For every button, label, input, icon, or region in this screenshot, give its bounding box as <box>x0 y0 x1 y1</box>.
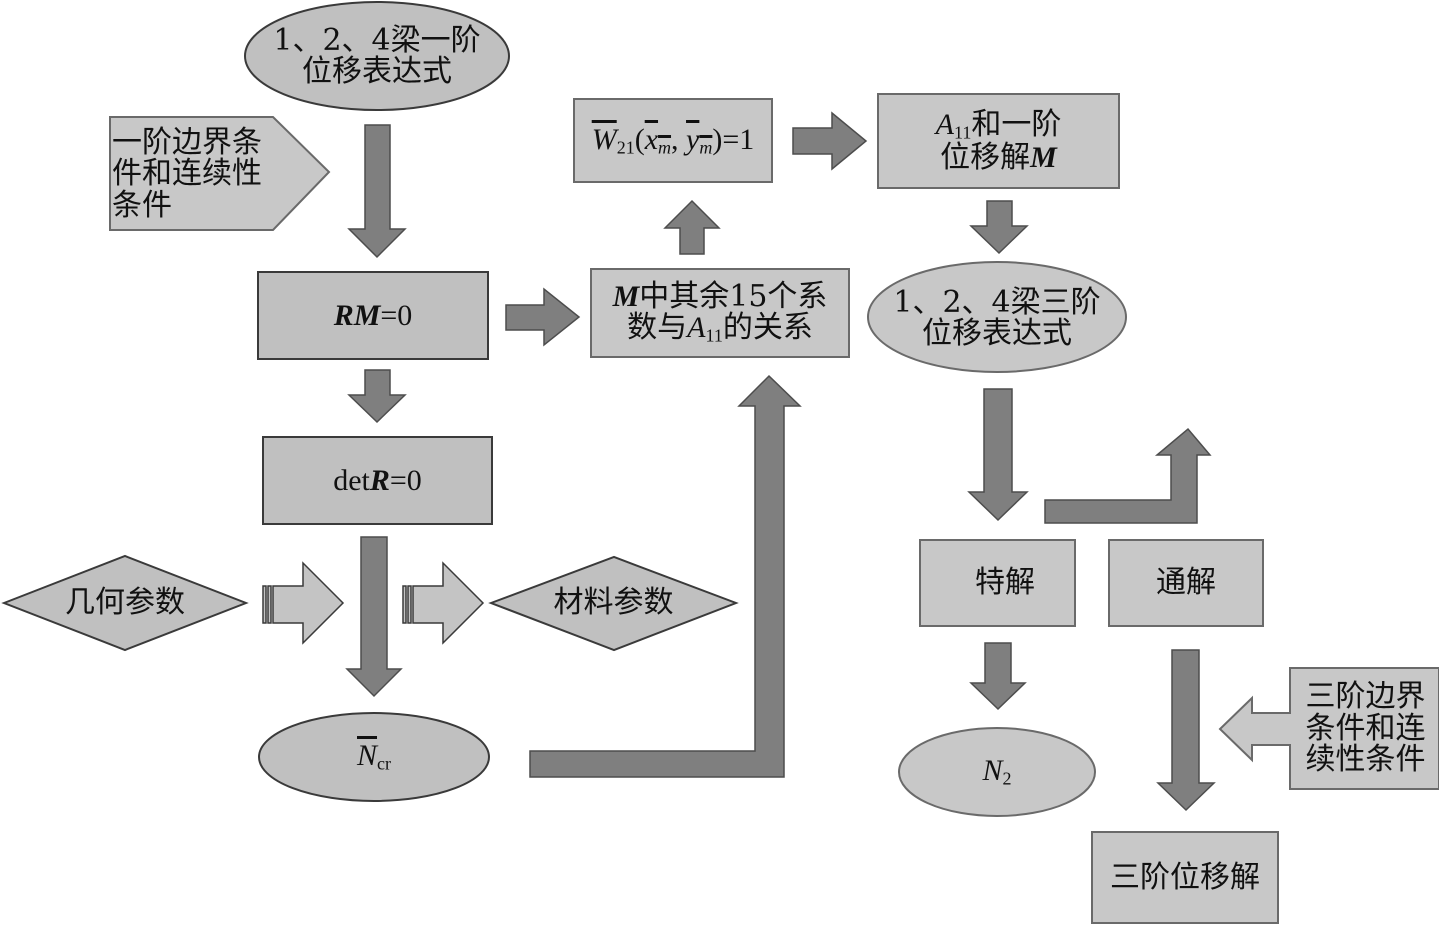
rm-rest: =0 <box>380 298 413 332</box>
beam-first-order-line2: 位移表达式 <box>302 54 452 89</box>
material-params-label: 材料参数 <box>553 585 674 621</box>
a11-m: M <box>1030 140 1057 174</box>
first-order-bc-shape <box>109 116 331 231</box>
w21-y-sub: m <box>699 137 713 158</box>
a11-box <box>877 93 1120 189</box>
general-solution-box <box>1108 539 1264 627</box>
w21-x: x <box>644 122 659 156</box>
w21-sub: 21 <box>616 137 635 158</box>
w21-w: W <box>591 122 617 156</box>
arrow-ncr-to-relation <box>529 374 802 778</box>
arrow-material-to-flow <box>402 561 485 645</box>
particular-solution-label: 特解 <box>975 565 1035 601</box>
arrow-down-rm-to-det <box>347 369 407 424</box>
n2-ellipse <box>898 727 1096 817</box>
first-order-bc-line3: 条件 <box>112 187 172 223</box>
rm-bold: RM <box>333 298 381 332</box>
third-order-bc-line1: 三阶边界 <box>1305 679 1426 715</box>
third-order-solution-box <box>1091 831 1279 924</box>
beam-third-order-label: 1、2、4梁三阶 位移表达式 <box>868 270 1126 366</box>
geometry-params-label: 几何参数 <box>65 585 185 621</box>
beam-third-order-line1: 1、2、4梁三阶 <box>893 284 1101 320</box>
m-relation-line2-pre: 数与 <box>627 310 688 346</box>
m-relation-line1: 中其余15个系 <box>639 278 828 314</box>
n-cr-label: Ncr <box>259 713 489 801</box>
beam-first-order-ellipse <box>244 1 510 111</box>
det-r-label: detR=0 <box>263 437 492 524</box>
arrow-down-ellipse-to-rm <box>347 124 407 259</box>
third-order-bc-line3: 续性条件 <box>1305 742 1426 778</box>
first-order-bc-line1: 一阶边界条 <box>112 124 262 160</box>
arrow-down-third-to-particular <box>967 388 1029 522</box>
m-relation-a: A <box>687 311 706 345</box>
det-prefix: det <box>333 463 370 497</box>
third-order-bc-shape <box>1218 667 1439 790</box>
arrow-up-relation-to-w21 <box>663 199 721 255</box>
w21-close: )=1 <box>712 122 755 156</box>
n-cr-n: N <box>357 739 378 773</box>
a11-line2: 位移解 <box>940 139 1031 175</box>
m-relation-a-sub: 11 <box>705 325 723 346</box>
arrow-right-w21-to-a11 <box>792 111 868 171</box>
n2-label: N2 <box>899 728 1095 816</box>
n2-n: N <box>982 754 1003 788</box>
w21-x-sub: m <box>658 137 672 158</box>
det-r-box <box>262 436 493 525</box>
third-order-bc-label: 三阶边界 条件和连 续性条件 <box>1292 668 1439 789</box>
third-order-solution-label: 三阶位移解 <box>1110 859 1260 895</box>
rm-zero-box <box>257 271 489 360</box>
arrow-down-a11-to-third-ellipse <box>969 200 1029 255</box>
beam-first-order-label: 1、2、4梁一阶 位移表达式 <box>245 6 509 106</box>
beam-first-order-line1: 1、2、4梁一阶 <box>273 22 481 58</box>
det-rest: =0 <box>389 463 422 497</box>
arrow-down-particular-to-n2 <box>969 642 1027 711</box>
particular-solution-box <box>919 539 1076 627</box>
first-order-bc-label: 一阶边界条 件和连续性 条件 <box>112 120 282 228</box>
arrow-to-general-solution <box>1044 427 1212 524</box>
n-cr-ellipse <box>258 712 490 802</box>
third-order-bc-line2: 条件和连 <box>1305 710 1426 746</box>
w21-open: ( <box>634 122 645 156</box>
m-relation-box <box>590 268 850 358</box>
geometry-params-diamond <box>1 554 249 652</box>
arrow-right-rm-to-relation <box>505 287 581 347</box>
w21-box <box>573 98 773 183</box>
a11-label: A11和一阶 位移解M <box>878 94 1119 188</box>
w21-comma: , <box>671 122 687 156</box>
w21-y: y <box>686 122 700 156</box>
m-relation-label: M中其余15个系 数与A11的关系 <box>591 269 849 357</box>
arrow-geometry-to-flow <box>262 561 345 645</box>
beam-third-order-line2: 位移表达式 <box>922 316 1072 351</box>
a11-a: A <box>935 107 954 141</box>
rm-zero-label: RM=0 <box>258 272 488 359</box>
n2-sub: 2 <box>1002 768 1012 789</box>
beam-third-order-ellipse <box>867 261 1127 373</box>
m-relation-m: M <box>612 279 640 313</box>
a11-sub: 11 <box>953 122 972 143</box>
arrow-down-det-to-ncr <box>345 536 403 698</box>
n-cr-sub: cr <box>377 753 391 774</box>
arrow-down-general-to-third-solution <box>1156 649 1216 812</box>
material-params-diamond <box>488 555 739 652</box>
a11-line1: 和一阶 <box>971 106 1062 142</box>
w21-label: W21(xm, ym)=1 <box>574 99 772 182</box>
first-order-bc-line2: 件和连续性 <box>112 156 262 192</box>
general-solution-label: 通解 <box>1156 565 1216 601</box>
m-relation-line2-post: 的关系 <box>722 310 813 346</box>
det-r: R <box>369 463 390 497</box>
